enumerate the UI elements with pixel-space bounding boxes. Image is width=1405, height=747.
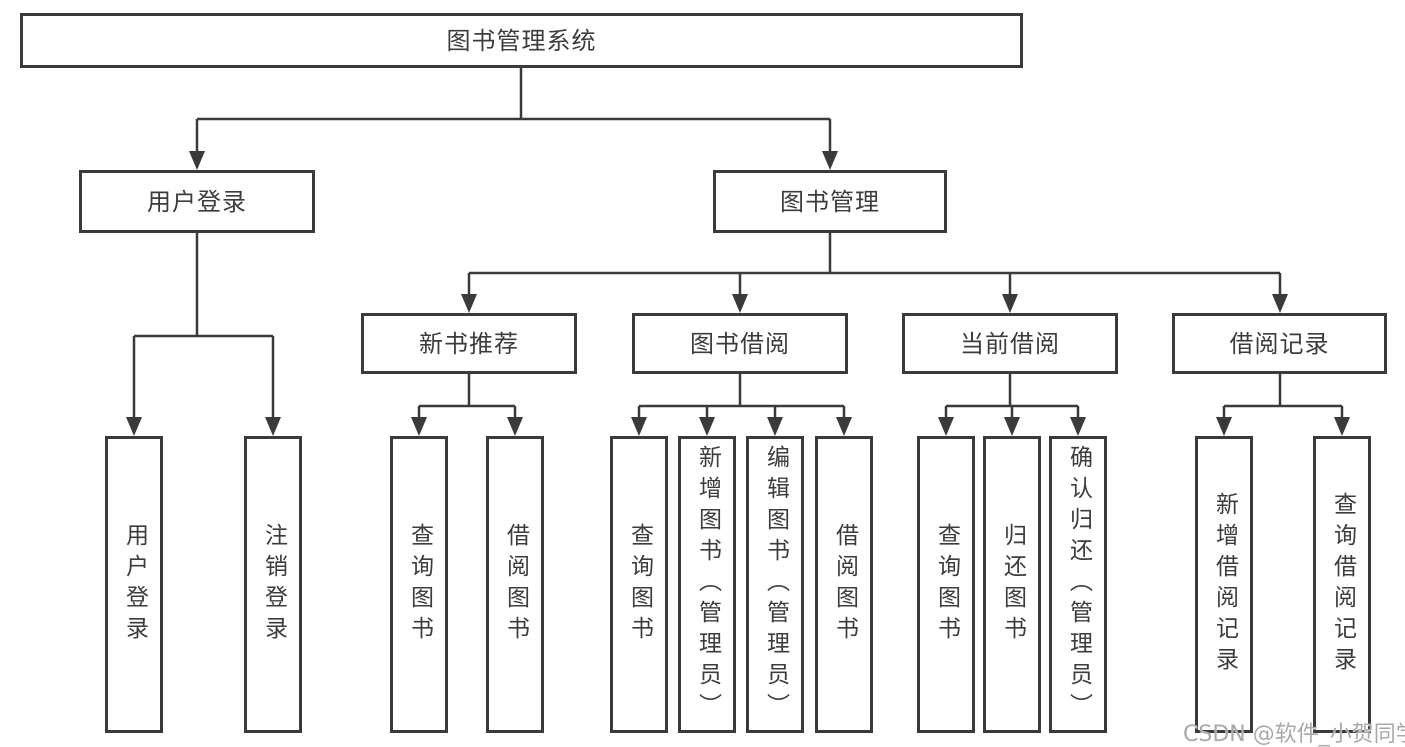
leaf-add-borrow-record: 新增借阅记录 bbox=[1195, 436, 1253, 733]
leaf-user-login: 用户登录 bbox=[105, 436, 163, 733]
node-user-login: 用户登录 bbox=[79, 170, 315, 233]
node-book-management: 图书管理 bbox=[713, 170, 947, 233]
leaf-logout: 注销登录 bbox=[244, 436, 302, 733]
node-root-label: 图书管理系统 bbox=[446, 26, 597, 55]
leaf-recommend-query-book: 查询图书 bbox=[390, 436, 448, 733]
node-new-book-recommend: 新书推荐 bbox=[361, 313, 577, 374]
leaf-logout-label: 注销登录 bbox=[260, 522, 287, 647]
leaf-edit-book-admin: 编辑图书（管理员） bbox=[746, 436, 804, 733]
leaf-add-book-admin-label: 新增图书（管理员） bbox=[694, 445, 721, 724]
node-new-book-recommend-label: 新书推荐 bbox=[419, 329, 519, 358]
arrowheads bbox=[126, 151, 1350, 436]
node-current-borrow: 当前借阅 bbox=[902, 313, 1118, 374]
leaf-confirm-return-admin-label: 确认归还（管理员） bbox=[1065, 445, 1092, 724]
leaf-add-book-admin: 新增图书（管理员） bbox=[678, 436, 736, 733]
leaf-add-borrow-record-label: 新增借阅记录 bbox=[1211, 491, 1238, 678]
node-book-management-label: 图书管理 bbox=[780, 187, 880, 216]
node-user-login-label: 用户登录 bbox=[147, 187, 247, 216]
leaf-confirm-return-admin: 确认归还（管理员） bbox=[1049, 436, 1107, 733]
leaf-recommend-query-book-label: 查询图书 bbox=[406, 522, 433, 647]
leaf-return-book: 归还图书 bbox=[983, 436, 1041, 733]
csdn-watermark: CSDN @软件_小贺同学 bbox=[1183, 722, 1405, 747]
node-current-borrow-label: 当前借阅 bbox=[960, 329, 1060, 358]
node-borrow-records: 借阅记录 bbox=[1172, 313, 1387, 374]
leaf-borrow-query-book-label: 查询图书 bbox=[626, 522, 653, 647]
leaf-current-query-book-label: 查询图书 bbox=[933, 522, 960, 647]
node-book-borrow: 图书借阅 bbox=[632, 313, 848, 374]
leaf-borrow-book: 借阅图书 bbox=[815, 436, 873, 733]
leaf-edit-book-admin-label: 编辑图书（管理员） bbox=[762, 445, 789, 724]
node-book-borrow-label: 图书借阅 bbox=[690, 329, 790, 358]
node-borrow-records-label: 借阅记录 bbox=[1229, 329, 1330, 358]
leaf-current-query-book: 查询图书 bbox=[917, 436, 975, 733]
leaf-query-borrow-record: 查询借阅记录 bbox=[1313, 436, 1371, 733]
leaf-recommend-borrow-book: 借阅图书 bbox=[486, 436, 544, 733]
leaf-user-login-label: 用户登录 bbox=[121, 522, 148, 647]
leaf-query-borrow-record-label: 查询借阅记录 bbox=[1329, 491, 1356, 678]
leaf-recommend-borrow-book-label: 借阅图书 bbox=[502, 522, 529, 647]
leaf-borrow-book-label: 借阅图书 bbox=[831, 522, 858, 647]
node-root: 图书管理系统 bbox=[20, 13, 1023, 68]
leaf-borrow-query-book: 查询图书 bbox=[610, 436, 668, 733]
leaf-return-book-label: 归还图书 bbox=[999, 522, 1026, 647]
